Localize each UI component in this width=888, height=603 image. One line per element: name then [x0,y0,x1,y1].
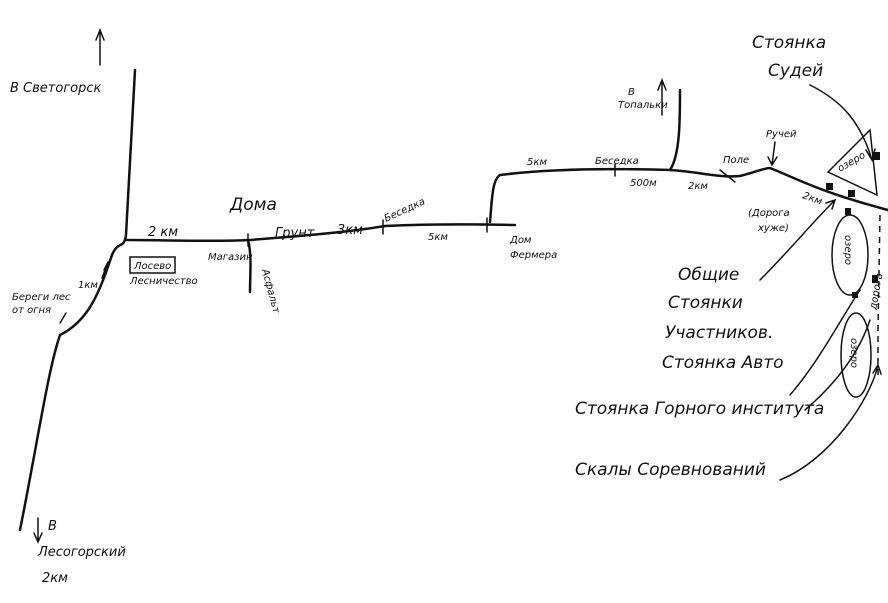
label-besedka-2: Беседка [595,156,639,167]
label-topalki-1: В [628,87,635,98]
label-losevo: Лосево [133,261,171,272]
label-5km-b: 5км [527,157,547,168]
label-besedka-1: Беседка [383,196,427,224]
label-stoyanka-sudei-1: Стоянка [752,33,826,53]
label-stoyanka-sudei-2: Судей [768,61,823,81]
label-stoyanka-gornogo: Стоянка Горного института [575,399,824,419]
parking-markers [826,152,880,298]
label-2km-c: 2км [801,190,824,207]
label-beregi-2: от огня [12,305,51,316]
road-main-horizontal [124,223,517,243]
label-obshie-1: Общие [678,265,739,285]
lake-triangle [826,128,878,197]
road-branch-east [488,166,888,224]
label-skaly: Скалы Соревнований [575,460,766,480]
losevo-box [129,256,176,274]
label-dom-fermera-1: Дом [509,235,532,246]
label-stoyanka-avto: Стоянка Авто [662,353,784,373]
label-obshie-2: Стоянки [668,293,743,313]
road-main-vertical [18,68,137,532]
road-right-dashed [877,214,881,380]
label-ozero-1: озеро [836,150,868,175]
label-lesogorsky-2: Лесогорский [37,545,126,560]
label-topalki-2: Топальки [618,100,668,111]
lake-lower [840,312,872,398]
label-doroga-right: дорога [868,272,885,311]
label-doma: Дома [229,195,277,215]
label-ruchei: Ручей [766,129,797,140]
road-asfalt-branch [246,238,252,294]
label-3km: 3км [337,223,363,238]
label-1km: 1км [78,280,98,291]
label-doroga-huzhe-1: (Дорога [748,208,790,219]
road-topalki [668,88,682,172]
label-2km-b: 2км [688,181,708,192]
label-lesogorsky-1: В [48,519,57,534]
label-beregi-1: Береги лес [12,292,71,303]
label-svetogorsk: В Светогорск [10,81,101,96]
label-2km-a: 2 км [148,225,178,240]
label-pole: Поле [723,155,749,166]
label-5km-a: 5км [428,232,448,243]
label-grunt: Грунт [275,226,315,241]
label-lesogorsky-3: 2км [42,571,68,586]
label-magazin: Магазин [208,252,253,263]
label-500m: 500м [630,178,657,189]
label-doroga-huzhe-2: хуже) [757,223,789,234]
label-obshie-3: Участников. [665,323,773,343]
direction-arrows [33,27,882,544]
road-ticks [247,163,736,247]
label-dom-fermera-2: Фермера [510,250,557,261]
label-ozero-3: озеро [848,338,859,368]
label-ozero-2: озеро [842,235,853,265]
label-lesnichestvo: Лесничество [129,276,198,287]
label-asfalt: Асфальт [259,267,282,316]
